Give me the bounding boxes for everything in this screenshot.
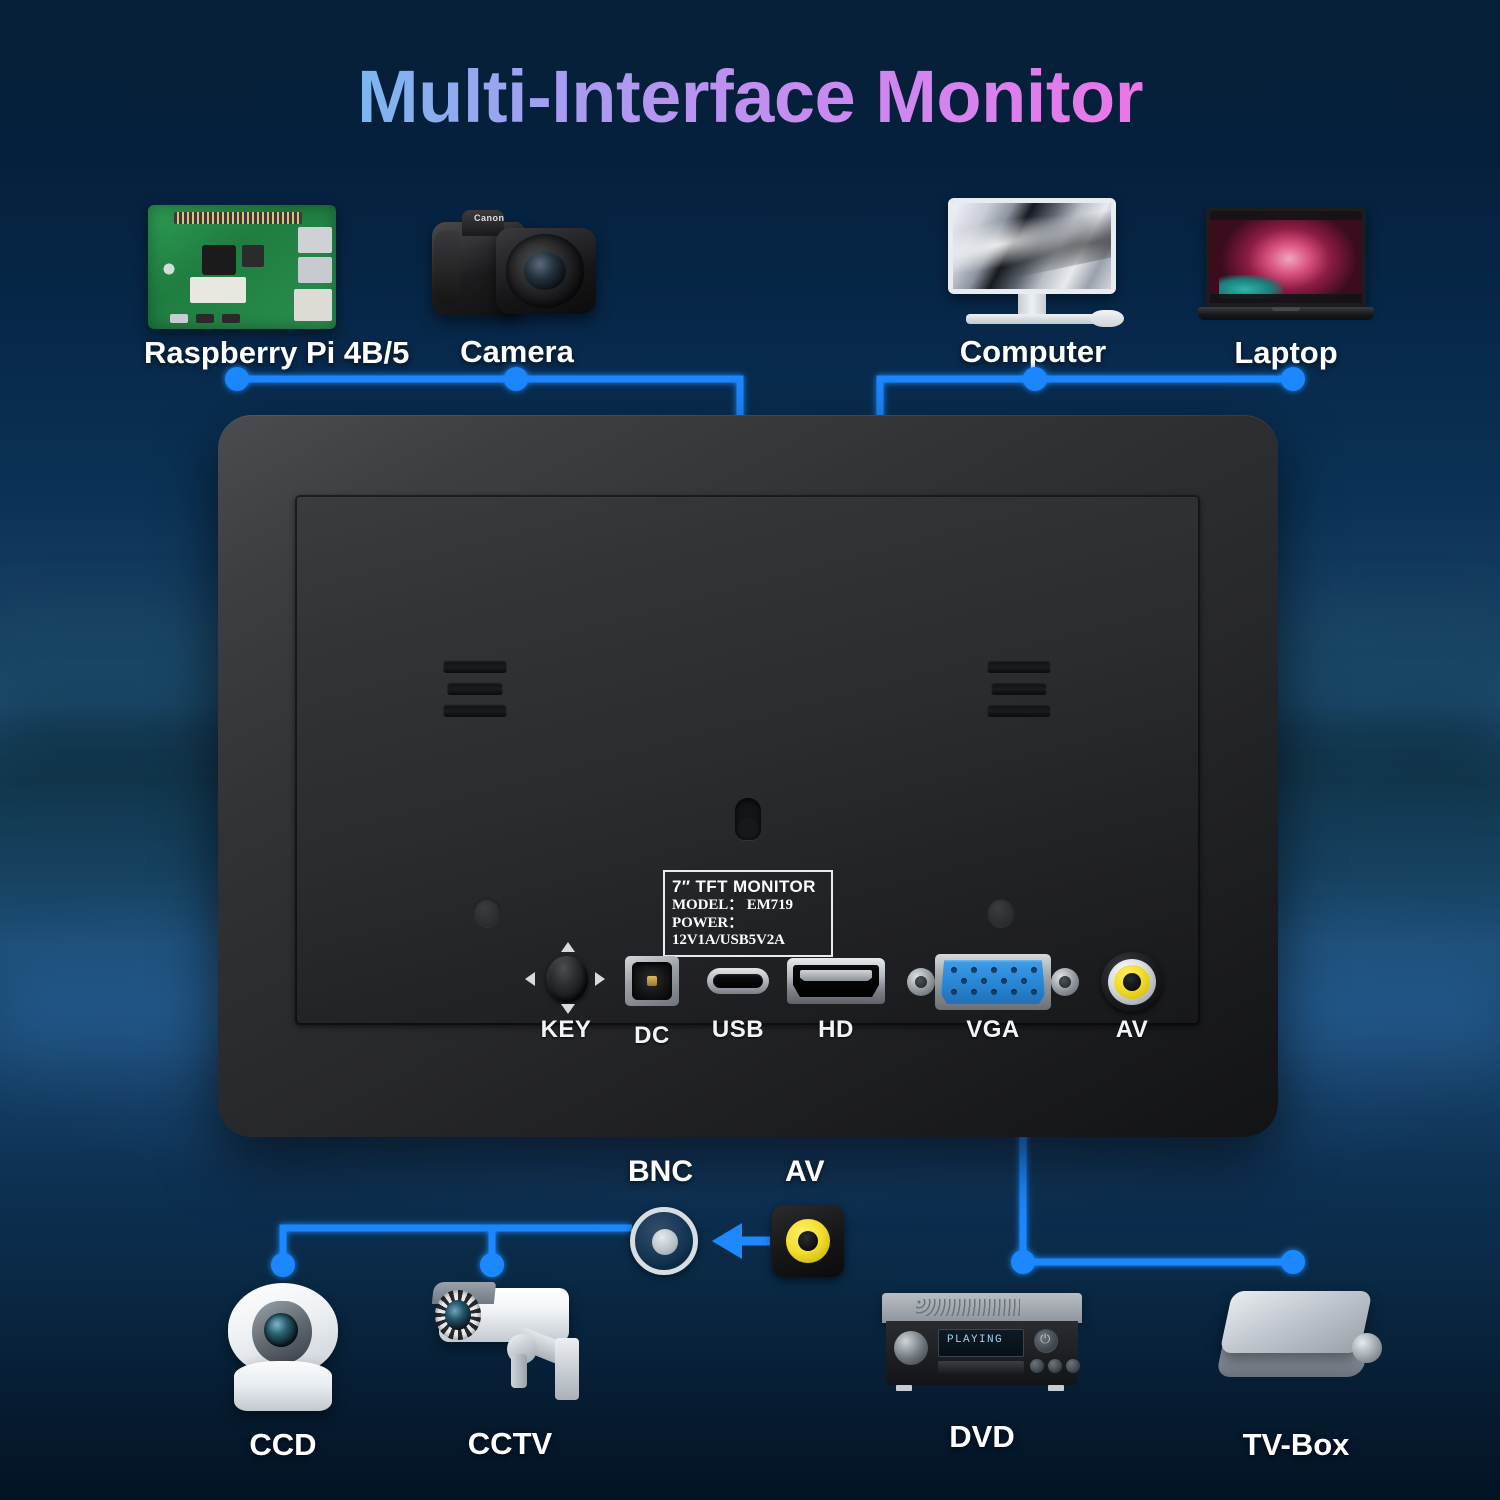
spec-label: 7″ TFT MONITOR MODEL： EM719 POWER：12V1A/… — [663, 870, 833, 958]
av-plug-label: AV — [785, 1155, 825, 1188]
arrow-down-icon — [561, 1004, 575, 1014]
vga-screw-right — [1051, 968, 1079, 996]
port-key[interactable]: KEY — [525, 942, 605, 1043]
device-label: Camera — [460, 334, 574, 369]
port-vga[interactable]: VGA — [907, 954, 1079, 1043]
vga-pin — [961, 978, 967, 984]
spec-line-model-type: 7″ TFT MONITOR — [672, 877, 816, 896]
dome-camera-icon — [208, 1283, 358, 1413]
port-hdmi[interactable]: HD — [787, 958, 885, 1043]
bullet-camera-icon — [415, 1280, 605, 1420]
monitor-back-panel: 7″ TFT MONITOR MODEL： EM719 POWER：12V1A/… — [295, 495, 1200, 1049]
wall-mount-keyhole — [735, 798, 761, 840]
vesa-hole-left — [473, 898, 501, 928]
spec-line-model: MODEL： EM719 — [672, 897, 793, 914]
arrow-right-icon — [595, 972, 605, 986]
device-camera: Canon Camera — [432, 208, 602, 370]
vga-pin — [991, 967, 997, 973]
device-ccd: CCD — [208, 1283, 358, 1463]
device-label: TV-Box — [1242, 1427, 1350, 1462]
port-label: VGA — [966, 1016, 1020, 1043]
port-label: HD — [818, 1016, 854, 1043]
device-label: Computer — [959, 334, 1107, 369]
page-title: Multi-Interface Monitor — [0, 54, 1500, 139]
power-icon — [1034, 1329, 1058, 1353]
device-label: CCD — [249, 1427, 317, 1462]
device-label: Laptop — [1234, 335, 1338, 370]
port-label: AV — [1115, 1016, 1149, 1043]
vesa-hole-right — [987, 898, 1015, 928]
device-dvd: PLAYING DVD — [882, 1293, 1082, 1455]
av-to-bnc-arrow — [712, 1223, 770, 1259]
dvd-player-icon: PLAYING — [882, 1293, 1082, 1403]
port-dc[interactable]: DC — [625, 956, 679, 1049]
laptop-icon — [1198, 207, 1374, 329]
device-laptop: Laptop — [1198, 207, 1374, 371]
joystick-key-icon[interactable] — [546, 956, 588, 1002]
vga-pin — [1031, 967, 1037, 973]
device-label: DVD — [949, 1419, 1015, 1454]
port-label: DC — [634, 1022, 670, 1049]
vga-pin — [1021, 978, 1027, 984]
port-row: KEY DC USB HD — [295, 942, 1200, 1070]
vga-pin — [991, 989, 997, 995]
port-av[interactable]: AV — [1101, 952, 1163, 1043]
vga-pin — [1011, 989, 1017, 995]
spec-line-power: POWER：12V1A/USB5V2A — [672, 914, 785, 949]
raspberry-pi-board-icon — [148, 205, 336, 329]
device-computer: Computer — [938, 198, 1128, 370]
vga-pin — [981, 978, 987, 984]
rca-av-plug-icon — [772, 1205, 844, 1277]
desktop-imac-icon — [938, 198, 1128, 328]
arrow-left-icon — [525, 972, 535, 986]
port-label: KEY — [540, 1016, 592, 1043]
dvd-display-text: PLAYING — [947, 1334, 1004, 1346]
monitor-rear-view: 7″ TFT MONITOR MODEL： EM719 POWER：12V1A/… — [218, 415, 1278, 1137]
device-cctv: CCTV — [415, 1280, 605, 1462]
vga-pin — [1031, 989, 1037, 995]
vga-pin — [1011, 967, 1017, 973]
vent-left-icon — [443, 660, 507, 722]
vga-pin — [971, 989, 977, 995]
vga-screw-left — [907, 968, 935, 996]
tv-box-icon — [1208, 1285, 1384, 1407]
dslr-camera-icon: Canon — [432, 208, 602, 328]
port-label: USB — [711, 1016, 765, 1043]
device-tv-box: TV-Box — [1208, 1285, 1384, 1463]
device-label: CCTV — [467, 1426, 553, 1461]
vga-pin — [971, 967, 977, 973]
device-label: Raspberry Pi 4B/5 — [144, 335, 410, 370]
bnc-connector-icon — [630, 1207, 698, 1275]
port-usb[interactable]: USB — [707, 968, 769, 1043]
vga-pin — [951, 989, 957, 995]
device-raspberry-pi: Raspberry Pi 4B/5 — [144, 205, 409, 371]
vga-pin — [951, 967, 957, 973]
vga-pin — [1001, 978, 1007, 984]
arrow-up-icon — [561, 942, 575, 952]
bnc-label: BNC — [628, 1155, 693, 1188]
vent-right-icon — [987, 660, 1051, 722]
